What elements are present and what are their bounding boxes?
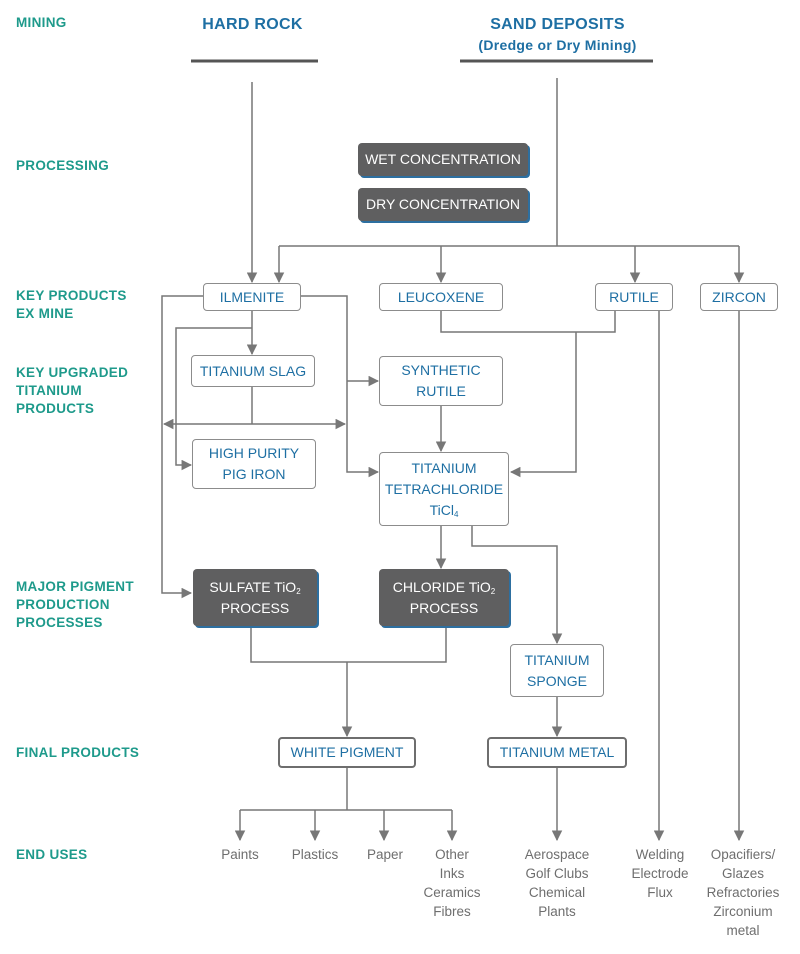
box-line: TETRACHLORIDE [384, 480, 504, 497]
rutile-box: RUTILE [595, 283, 673, 311]
box-line: SULFATE TiO2 [209, 577, 300, 598]
titanium-slag-box: TITANIUM SLAG [191, 355, 315, 387]
zircon-box: ZIRCON [700, 283, 778, 311]
stage-label-line: PRODUCTION [16, 597, 110, 612]
sulfate-process-box: SULFATE TiO2 PROCESS [193, 569, 317, 626]
formula-text: SULFATE TiO [209, 578, 297, 595]
box-line: HIGH PURITY [208, 445, 300, 461]
end-use-zircon: Opacifiers/ Glazes Refractories Zirconiu… [698, 845, 788, 940]
end-use-line: Plants [538, 904, 576, 919]
box-line: TITANIUM [524, 651, 590, 668]
end-use-welding: Welding Electrode Flux [622, 845, 698, 902]
formula-subscript: 2 [296, 586, 301, 596]
end-use-line: Fibres [433, 904, 471, 919]
end-use-line: Plastics [291, 847, 339, 862]
box-line: PIG IRON [222, 466, 286, 482]
formula-subscript: 2 [490, 586, 496, 596]
stage-label-line: PROCESSES [16, 615, 103, 630]
end-use-paints: Paints [210, 845, 270, 864]
source-sand-deposits-title: SAND DEPOSITS [490, 16, 625, 33]
formula-subscript: 4 [453, 509, 459, 519]
pig-iron-box: HIGH PURITY PIG IRON [192, 439, 316, 489]
end-use-line: Ceramics [423, 885, 481, 900]
box-line: TITANIUM [411, 459, 477, 476]
source-sand-deposits-subtitle: (Dredge or Dry Mining) [478, 37, 637, 53]
end-use-line: Glazes [721, 866, 765, 881]
end-use-line: Welding [635, 847, 685, 862]
end-use-aerospace: Aerospace Golf Clubs Chemical Plants [512, 845, 602, 921]
dry-concentration-box: DRY CONCENTRATION [358, 188, 528, 221]
titanium-sponge-box: TITANIUM SPONGE [510, 644, 604, 697]
white-pigment-box: WHITE PIGMENT [278, 737, 416, 768]
end-use-line: Aerospace [524, 847, 590, 862]
stage-label-major-pigment: MAJOR PIGMENT PRODUCTION PROCESSES [16, 578, 134, 632]
box-line: TiCl4 [430, 500, 459, 521]
wet-concentration-box: WET CONCENTRATION [358, 143, 528, 176]
end-use-line: Paints [221, 847, 259, 862]
stage-label-line: MAJOR PIGMENT [16, 579, 134, 594]
box-line: SYNTHETIC [401, 362, 481, 378]
formula-text: CHLORIDE TiO [392, 578, 491, 595]
ilmenite-box: ILMENITE [203, 283, 301, 311]
box-line: PROCESS [220, 599, 290, 616]
end-use-line: Chemical [528, 885, 586, 900]
formula-text: TiCl [429, 501, 454, 518]
end-use-plastics: Plastics [282, 845, 348, 864]
end-use-line: Paper [366, 847, 404, 862]
end-use-line: Electrode [631, 866, 689, 881]
source-hard-rock: HARD ROCK [202, 16, 303, 33]
end-use-line: Inks [439, 866, 465, 881]
stage-label-line: KEY UPGRADED [16, 365, 129, 380]
stage-label-final-products: FINAL PRODUCTS [16, 745, 140, 760]
stage-label-line: TITANIUM [16, 383, 82, 398]
stage-label-line: PRODUCTS [16, 401, 95, 416]
end-use-line: Other [435, 847, 469, 862]
titanium-metal-box: TITANIUM METAL [487, 737, 627, 768]
stage-label-key-products: KEY PRODUCTS EX MINE [16, 287, 127, 323]
synthetic-rutile-box: SYNTHETIC RUTILE [379, 356, 503, 406]
end-use-paper: Paper [359, 845, 411, 864]
end-use-line: Flux [647, 885, 673, 900]
end-use-line: Zirconium [713, 904, 773, 919]
stage-label-mining: MINING [16, 15, 67, 30]
titanium-tetrachloride-box: TITANIUM TETRACHLORIDE TiCl4 [379, 452, 509, 526]
end-use-line: metal [726, 923, 760, 938]
stage-label-line: KEY PRODUCTS [16, 288, 127, 303]
stage-label-end-uses: END USES [16, 847, 88, 862]
leucoxene-box: LEUCOXENE [379, 283, 503, 311]
stage-label-key-upgraded: KEY UPGRADED TITANIUM PRODUCTS [16, 364, 128, 418]
end-use-line: Refractories [706, 885, 780, 900]
source-sand-deposits: SAND DEPOSITS (Dredge or Dry Mining) [455, 15, 660, 55]
box-line: CHLORIDE TiO2 [393, 577, 495, 598]
box-line: RUTILE [416, 383, 466, 399]
end-use-other: Other Inks Ceramics Fibres [417, 845, 487, 921]
stage-label-line: EX MINE [16, 306, 74, 321]
box-line: PROCESS [409, 599, 479, 616]
box-line: SPONGE [527, 672, 587, 689]
chloride-process-box: CHLORIDE TiO2 PROCESS [379, 569, 509, 626]
end-use-line: Golf Clubs [525, 866, 589, 881]
stage-label-processing: PROCESSING [16, 158, 110, 173]
end-use-line: Opacifiers/ [710, 847, 776, 862]
